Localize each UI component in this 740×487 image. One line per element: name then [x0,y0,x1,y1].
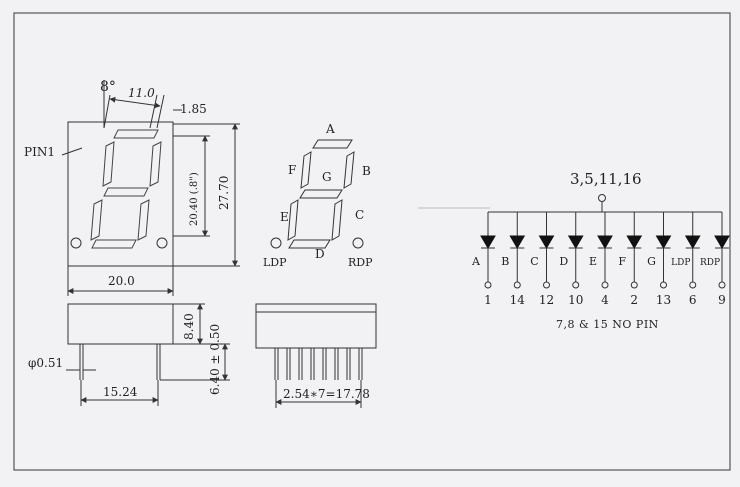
diode-a [480,212,496,289]
inner-height-label: 20.40 (.8") [189,172,200,226]
diode-c [538,212,555,289]
pin-number-label: 4 [601,293,609,307]
pin-number-label: 13 [656,293,671,307]
segment-label-a: A [471,255,481,268]
common-pin-terminal [598,194,606,202]
pin1-label: PIN1 [24,145,55,159]
segment-view-rdp-dot [352,237,364,249]
circuit-labels: A 1 B 14 C 12 D 10 E 4 F 2 G 13 LDP 6 RDP 9 [471,255,726,307]
segment-a-label: A [325,122,335,136]
front-view [61,80,240,296]
segment-label-f: F [618,255,626,268]
segment-label-ldp: LDP [671,258,690,268]
segment-label-d: D [559,255,568,268]
segment-f-label: F [288,163,296,177]
segment-view [270,139,364,249]
slant-offset-label: 1.85 [180,102,207,116]
outer-height-label: 27.70 [217,176,231,210]
front-view-body [67,121,174,267]
circuit-diagram [418,194,730,289]
bottom-view-pins [274,348,363,380]
body-height-label: 8.40 [182,313,196,340]
top-width-label: 11.0 [128,86,155,100]
pin-number-label: 6 [689,293,697,307]
no-pin-note: 7,8 & 15 NO PIN [556,318,659,331]
segment-label-c: C [530,255,538,268]
rdp-label: RDP [348,256,373,269]
diode-ldp [684,212,701,289]
pin-number-label: 10 [568,293,583,307]
pin-diameter-label: φ0.51 [28,356,63,370]
segment-c-label: C [355,208,364,222]
side-view-body [67,303,174,345]
diode-b [509,212,526,289]
segment-label-g: G [647,255,656,268]
side-view [66,303,230,406]
segment-label-e: E [589,255,597,268]
diode-e [597,212,613,289]
segment-label-b: B [501,255,509,268]
angle-label: 8° [100,79,116,95]
diode-d [567,212,584,289]
pin-number-label: 12 [539,293,554,307]
diode-array [480,212,730,289]
ldp-label: LDP [263,256,287,269]
segment-d-label: D [315,247,325,261]
pin-pitch-label: 2.54∗7=17.78 [283,387,370,401]
segment-b-label: B [362,164,371,178]
diode-g [655,212,672,289]
bottom-view [255,303,377,408]
segment-e-label: E [280,210,289,224]
pin-row-spacing-label: 15.24 [103,385,138,399]
common-pins-label: 3,5,11,16 [570,170,642,188]
segment-view-ldp-dot [270,237,282,249]
diode-rdp [714,212,730,289]
pin-number-label: 1 [484,293,492,307]
front-view-segments [90,129,162,249]
pin-number-label: 14 [510,293,526,307]
bottom-view-body [255,303,377,349]
pin-length-label: 6.40 ± 0.50 [208,324,222,395]
pin-number-label: 9 [718,293,726,307]
segment-label-rdp: RDP [700,258,720,268]
segment-g-label: G [322,170,332,184]
pin-number-label: 2 [630,293,638,307]
frame-border [13,12,731,471]
front-view-ldp-dot [70,237,82,249]
diode-f [626,212,643,289]
front-view-rdp-dot [156,237,168,249]
width-label: 20.0 [108,274,135,288]
